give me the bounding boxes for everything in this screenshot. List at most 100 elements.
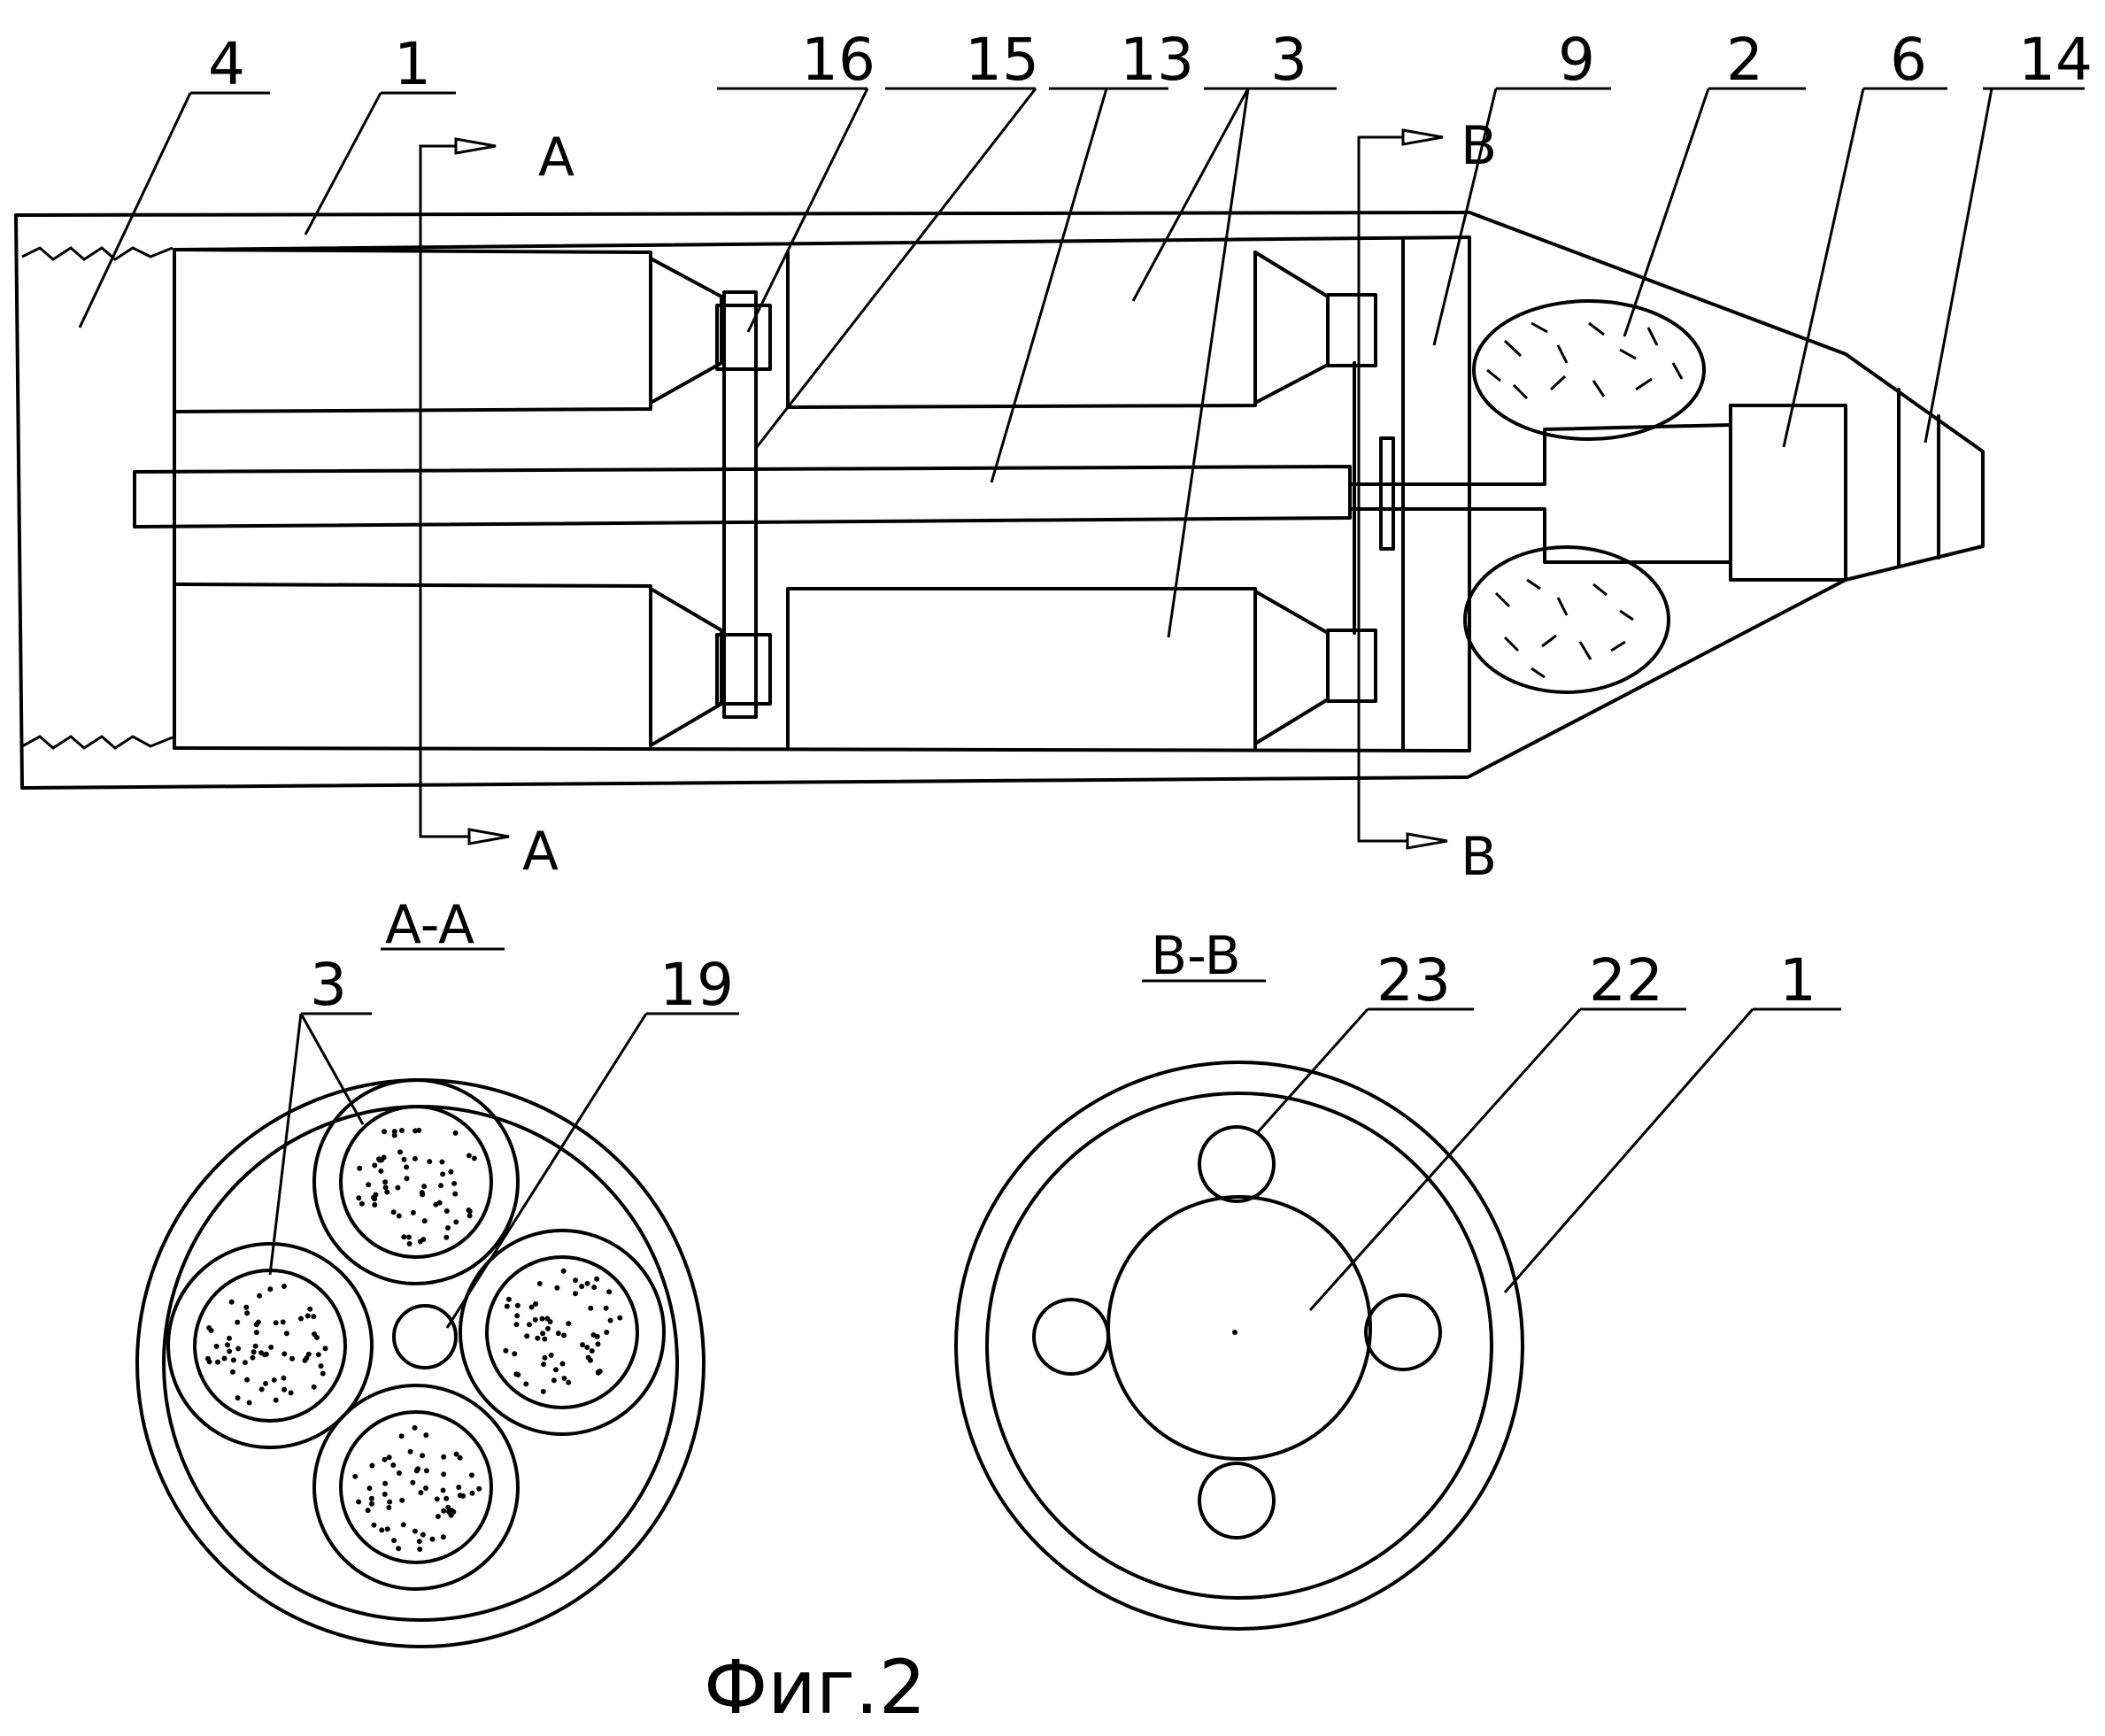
clamp-right-top xyxy=(1326,293,1377,367)
grain-dot xyxy=(356,1195,362,1201)
grain-dot xyxy=(400,1522,406,1528)
grain-dot xyxy=(466,1153,472,1159)
grain-dot xyxy=(607,1317,613,1323)
nozzle-left-bottom xyxy=(649,587,723,747)
grain-dot xyxy=(258,1386,265,1393)
grain-dot xyxy=(423,1485,428,1491)
grain-dot xyxy=(456,1485,462,1490)
grain-dot xyxy=(366,1182,372,1188)
grain-dot xyxy=(438,1183,443,1189)
section-b-outer xyxy=(954,1061,1524,1631)
grain-dot xyxy=(452,1130,459,1136)
leader-lines-section-a xyxy=(268,1012,739,1329)
grain-dot xyxy=(421,1218,428,1224)
grain-dot xyxy=(384,1526,390,1532)
grain-dot xyxy=(451,1508,457,1515)
grain-dot xyxy=(460,1493,466,1499)
grain-dot xyxy=(255,1319,261,1325)
grain-dot xyxy=(413,1128,419,1134)
clamp-16-bottom xyxy=(715,633,772,706)
grain-dot xyxy=(418,1490,424,1496)
rod-19-section xyxy=(392,1304,458,1370)
nozzle-right-bottom xyxy=(1253,590,1330,745)
grain-dot xyxy=(410,1479,416,1485)
grain-dot xyxy=(252,1343,258,1349)
section-a-title: A-A xyxy=(385,894,474,956)
grain-dot xyxy=(204,1355,211,1362)
grain-dot xyxy=(395,1184,401,1191)
grain-dot xyxy=(443,1495,450,1501)
grain-dot xyxy=(433,1201,439,1207)
arrow-a-bottom xyxy=(467,828,510,845)
grain-dot xyxy=(448,1169,454,1175)
grain-dot xyxy=(250,1354,256,1361)
grain-dot xyxy=(466,1213,473,1219)
grain-dot xyxy=(580,1342,586,1348)
grain-dot xyxy=(263,1380,269,1386)
grain-dot xyxy=(397,1149,403,1155)
grain-dot xyxy=(378,1168,384,1174)
grain-dot xyxy=(307,1306,313,1312)
grain-dot xyxy=(372,1196,378,1202)
charge-right-top xyxy=(786,251,1257,409)
grain-dot xyxy=(532,1316,538,1323)
grain-dot xyxy=(604,1330,610,1335)
central-rod xyxy=(133,465,1352,529)
grain-dot xyxy=(376,1156,382,1162)
grain-dot xyxy=(554,1285,560,1291)
grain-dot xyxy=(512,1351,518,1357)
partition-seal xyxy=(1379,436,1395,551)
grain-dot xyxy=(373,1192,379,1198)
arrow-a-top xyxy=(454,137,497,155)
thread-top xyxy=(21,246,173,261)
grain-dot xyxy=(244,1310,251,1316)
grain-dot xyxy=(386,1505,392,1510)
label-a-3: 3 xyxy=(310,951,347,1019)
grain-dot xyxy=(396,1213,402,1219)
hole-23-top xyxy=(1198,1125,1276,1203)
grain-dot xyxy=(453,1451,459,1457)
grain-dot xyxy=(227,1348,233,1354)
clamp-right-bottom xyxy=(1326,629,1377,703)
grain-dot xyxy=(584,1280,590,1286)
charge-right-bottom xyxy=(786,587,1257,750)
pyro-granules xyxy=(1486,321,1684,679)
grain-dot xyxy=(427,1159,433,1165)
grain-dot xyxy=(235,1346,242,1352)
grain-dot xyxy=(419,1190,425,1196)
grain-dot xyxy=(536,1281,543,1286)
grain-dot xyxy=(406,1241,413,1246)
grain-dot xyxy=(504,1303,510,1309)
section-line-a xyxy=(419,144,469,838)
marker-b-bottom: B xyxy=(1461,826,1497,888)
grain-dot xyxy=(386,1454,392,1461)
grain-dot xyxy=(420,1237,427,1243)
grain-dot xyxy=(443,1234,450,1240)
grain-dot xyxy=(540,1331,546,1337)
grain-dot xyxy=(273,1397,279,1403)
grain-dot xyxy=(311,1314,317,1320)
grain-dot xyxy=(542,1336,548,1342)
grain-dot xyxy=(404,1164,410,1170)
grain-dot xyxy=(588,1305,594,1311)
grain-dot xyxy=(416,1539,422,1545)
grain-dot xyxy=(429,1536,436,1542)
grain-dot xyxy=(382,1480,389,1486)
grain-dot xyxy=(369,1462,375,1469)
grain-dot xyxy=(401,1234,407,1240)
label-3: 3 xyxy=(1270,26,1307,94)
grain-dot xyxy=(566,1321,572,1327)
grain-dot xyxy=(365,1508,371,1514)
longitudinal-view: A A B B 4 1 16 15 13 3 9 2 6 14 xyxy=(14,26,2093,888)
label-6: 6 xyxy=(1890,26,1927,94)
grain-dot xyxy=(441,1508,447,1514)
grain-dot xyxy=(423,1468,429,1474)
grain-dot xyxy=(573,1291,578,1297)
figure-caption: Фиг.2 xyxy=(704,1644,926,1731)
grain-dot xyxy=(312,1331,317,1337)
grain-dot xyxy=(542,1354,548,1361)
grain-dot xyxy=(401,1156,407,1162)
section-b-inner xyxy=(985,1092,1493,1600)
label-b-23: 23 xyxy=(1376,946,1451,1015)
